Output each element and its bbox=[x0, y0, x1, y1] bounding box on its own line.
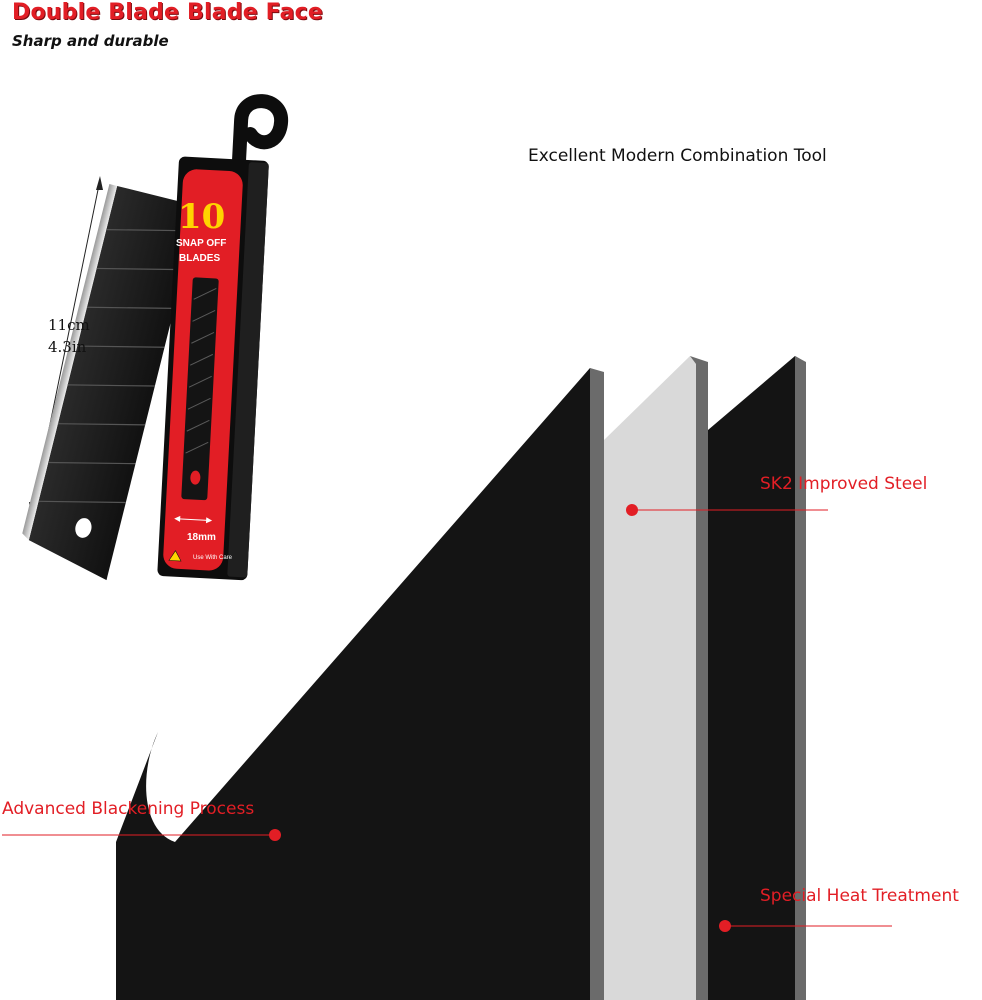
length-cm-label: 11cm bbox=[48, 316, 90, 334]
blade-cross-section bbox=[116, 356, 806, 1000]
callout-heat bbox=[719, 920, 892, 932]
callout-steel bbox=[626, 504, 828, 516]
page-title: Double Blade Blade Face bbox=[12, 0, 324, 25]
callout-blackening bbox=[2, 829, 281, 841]
length-in-label: 4.3in bbox=[48, 338, 87, 356]
pack-caution: Use With Care bbox=[193, 555, 233, 561]
page-subtitle: Sharp and durable bbox=[12, 32, 169, 50]
feature-steel-label: SK2 Improved Steel bbox=[760, 474, 928, 494]
pack-line1: SNAP OFF bbox=[176, 238, 226, 249]
feature-heat-label: Special Heat Treatment bbox=[760, 886, 959, 906]
pack-line2: BLADES bbox=[179, 253, 220, 264]
pack-count: 10 bbox=[178, 197, 225, 237]
tagline: Excellent Modern Combination Tool bbox=[528, 146, 827, 166]
blade-pack bbox=[157, 94, 289, 581]
pack-width-label: 18mm bbox=[187, 532, 216, 543]
feature-blackening-label: Advanced Blackening Process bbox=[2, 799, 255, 819]
